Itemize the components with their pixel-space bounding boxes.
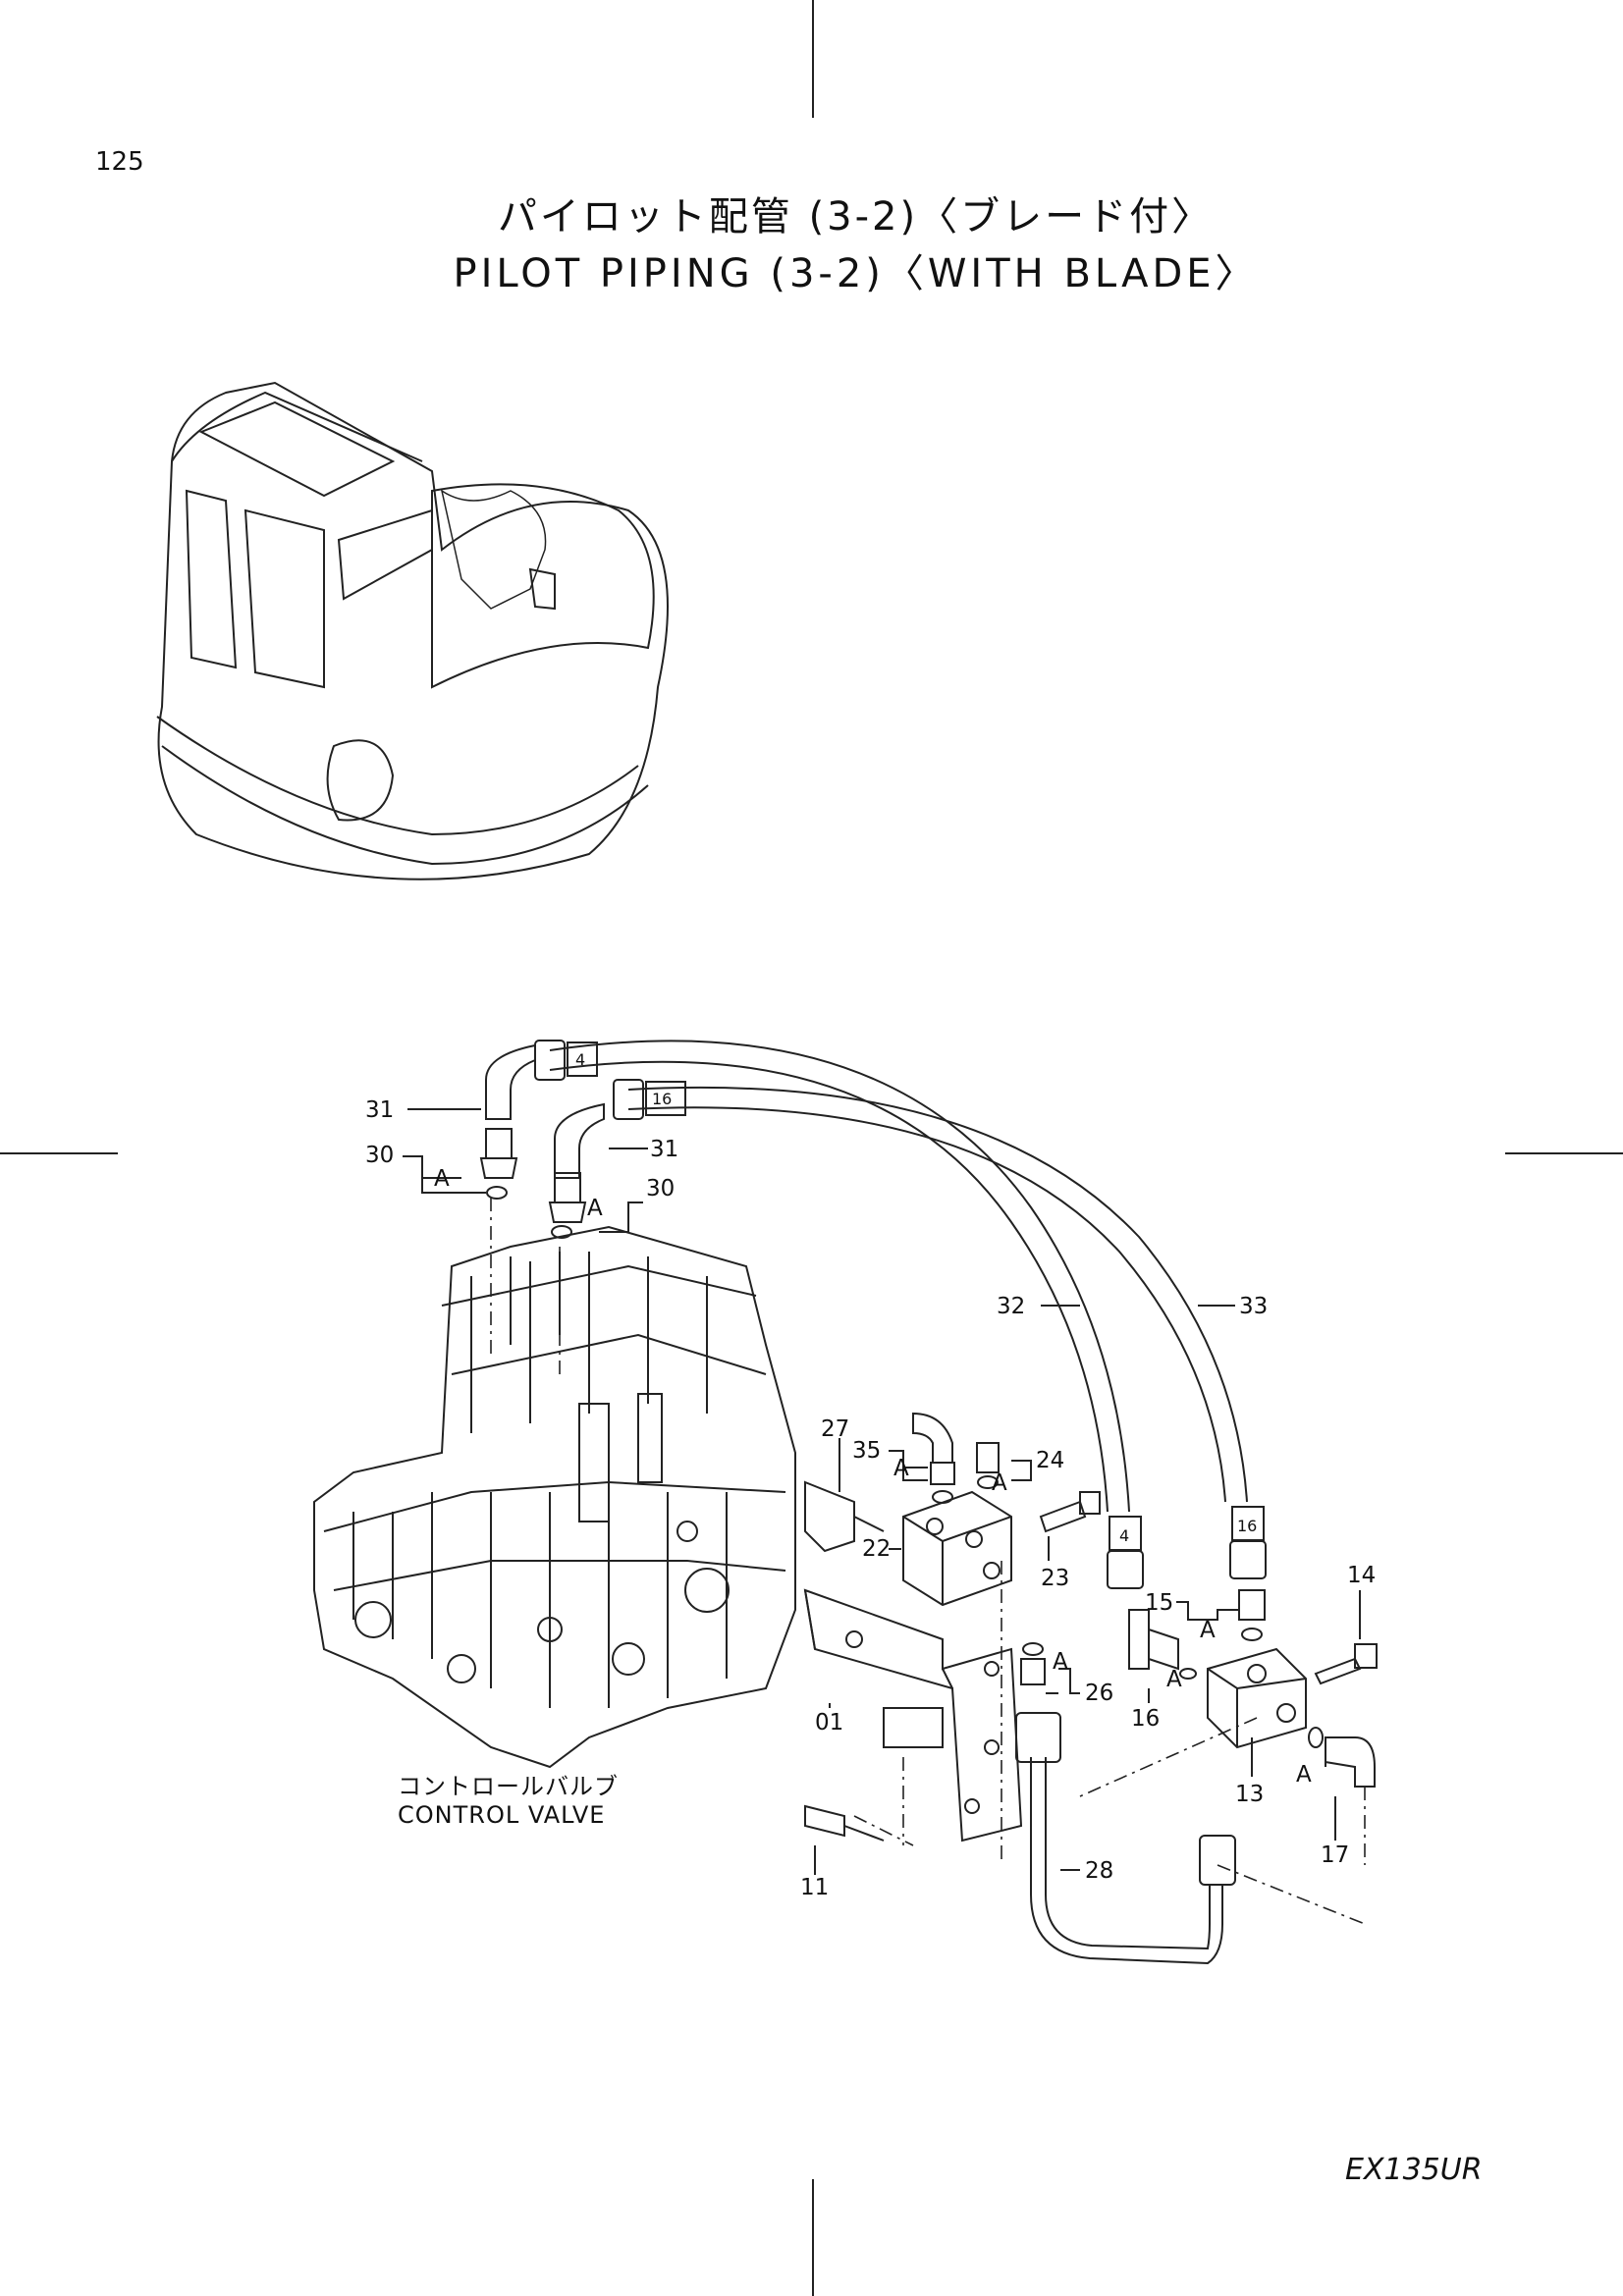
callout-11: 11 (800, 1875, 829, 1900)
title-japanese: パイロット配管 (3-2)〈ブレード付〉 (497, 194, 1215, 240)
callout-13: 13 (1235, 1782, 1264, 1807)
page-number: 125 (95, 147, 144, 177)
callout-a: A (1053, 1649, 1068, 1675)
hose-33-inner (627, 1106, 1226, 1503)
callout-31: 31 (650, 1137, 678, 1162)
callout-28: 28 (1085, 1858, 1113, 1884)
hose-32 (549, 1040, 1130, 1513)
title-english: PILOT PIPING (3-2)〈WITH BLADE〉 (453, 251, 1259, 296)
callout-30: 30 (365, 1143, 394, 1168)
callout-a: A (434, 1166, 450, 1192)
callout-a: A (893, 1456, 909, 1481)
callout-26: 26 (1085, 1681, 1113, 1706)
model-number: EX135UR (1345, 2153, 1483, 2187)
callout-30: 30 (646, 1176, 675, 1201)
hose-marker-4: 4 (575, 1050, 585, 1069)
callout-14: 14 (1347, 1563, 1376, 1588)
callout-a: A (587, 1196, 603, 1221)
callout-27: 27 (821, 1416, 849, 1442)
control-valve-label-en: CONTROL VALVE (398, 1801, 606, 1829)
control-valve-illustration (313, 1225, 796, 1769)
control-valve-label-jp: コントロールバルブ (398, 1773, 619, 1800)
callout-a: A (1166, 1667, 1182, 1692)
callout-17: 17 (1321, 1842, 1349, 1868)
pipe-28 (1030, 1757, 1223, 1965)
block-22 (902, 1490, 1012, 1607)
hose-marker-16: 16 (652, 1090, 672, 1108)
hose-32-inner (549, 1060, 1109, 1513)
hose-33 (627, 1086, 1248, 1503)
callout-a: A (1296, 1762, 1312, 1788)
callout-31: 31 (365, 1097, 394, 1123)
hose-marker-16: 16 (1237, 1517, 1257, 1535)
excavator-overview-illustration (156, 381, 669, 881)
block-13 (1207, 1647, 1307, 1749)
callout-32: 32 (997, 1294, 1025, 1319)
bracket-01 (803, 1588, 1023, 1842)
callout-24: 24 (1036, 1448, 1064, 1473)
callout-23: 23 (1041, 1566, 1069, 1591)
callout-35: 35 (852, 1438, 881, 1464)
callout-22: 22 (862, 1536, 891, 1562)
callout-33: 33 (1239, 1294, 1268, 1319)
callout-16: 16 (1131, 1706, 1160, 1732)
callout-a: A (1200, 1618, 1216, 1643)
callout-01: 01 (815, 1710, 843, 1735)
hose-marker-4: 4 (1119, 1526, 1129, 1545)
callout-15: 15 (1145, 1590, 1173, 1616)
callout-a: A (992, 1470, 1007, 1496)
